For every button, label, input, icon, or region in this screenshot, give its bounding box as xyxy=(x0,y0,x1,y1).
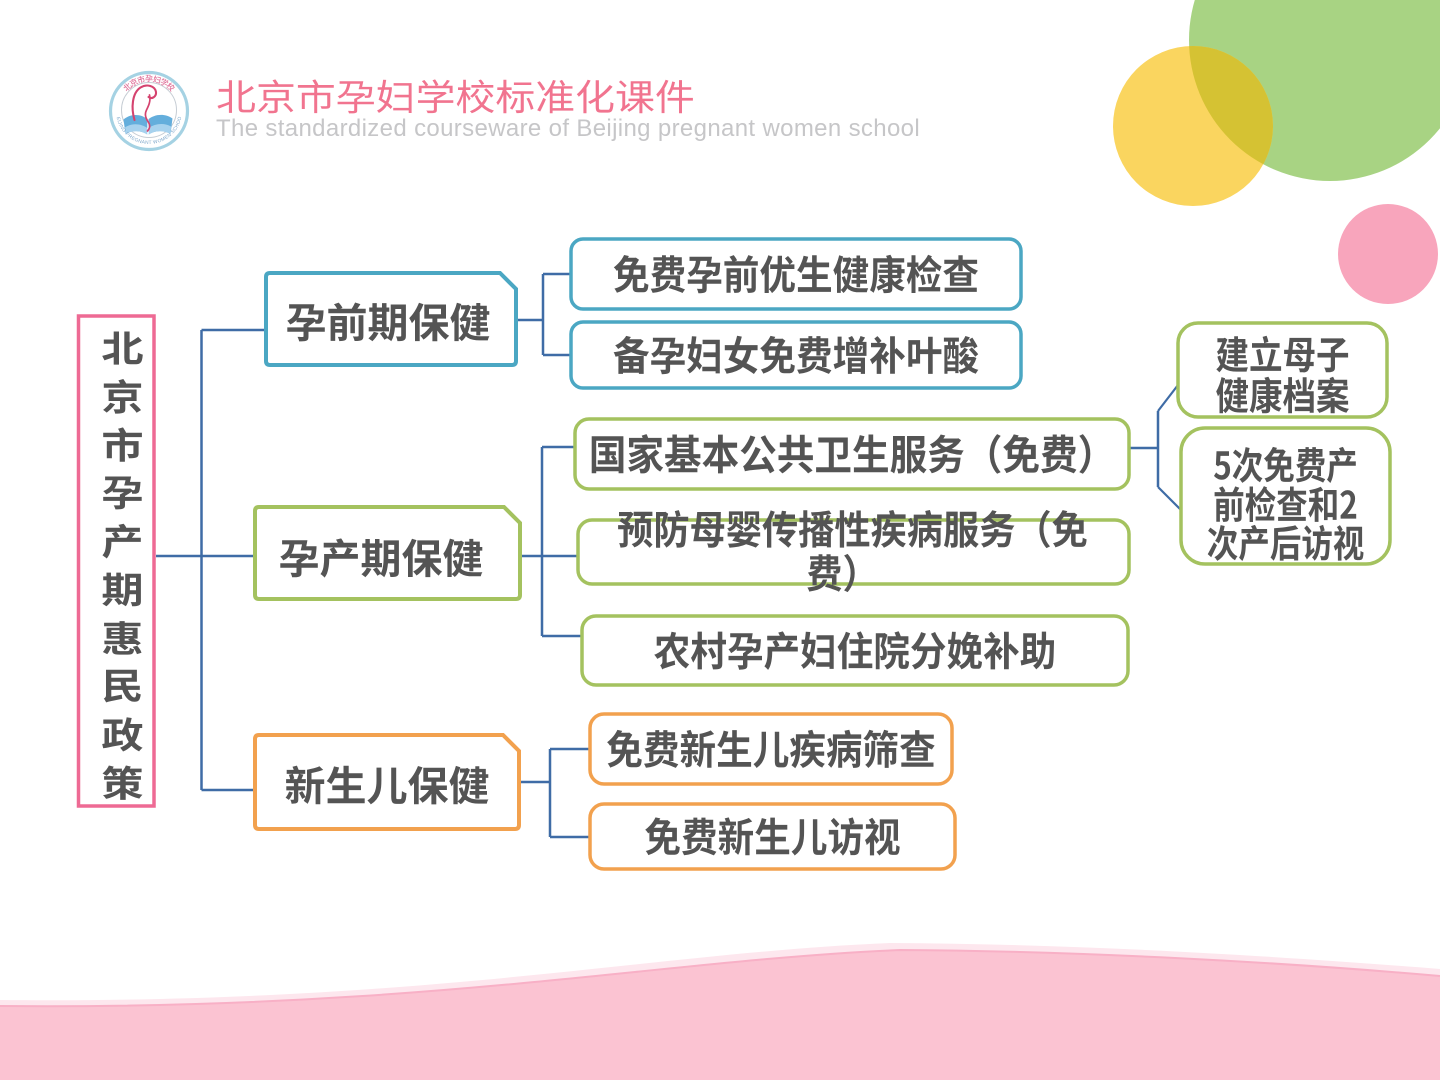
svg-text:The standardized courseware of: The standardized courseware of Beijing p… xyxy=(216,115,920,142)
